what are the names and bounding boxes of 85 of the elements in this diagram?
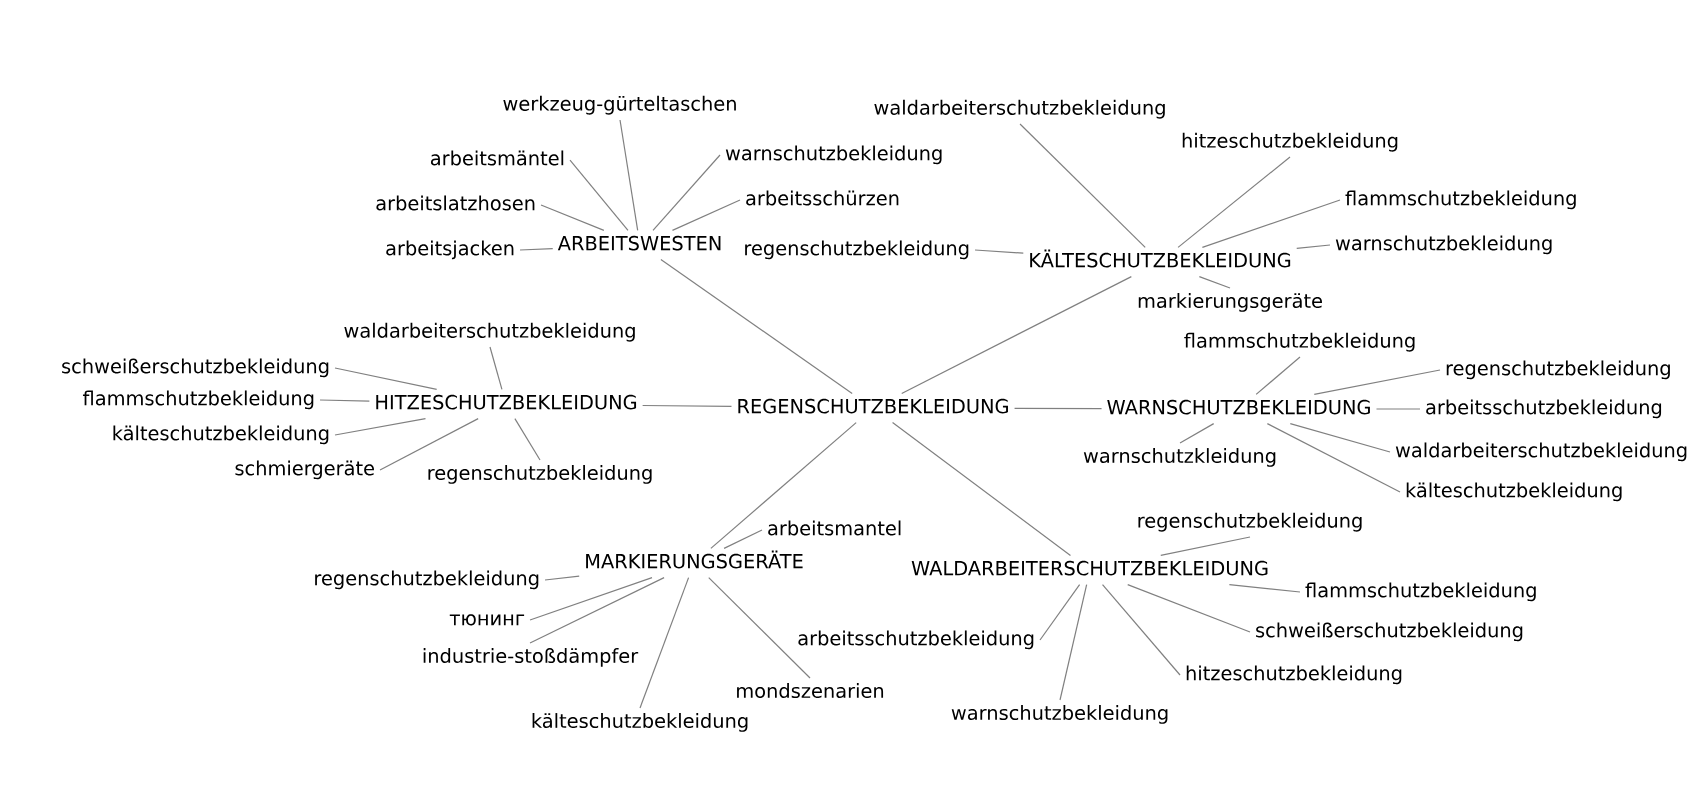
connector-line (1375, 408, 1421, 410)
term-label: arbeitsmäntel (430, 150, 564, 166)
connector-line (708, 577, 811, 679)
term-label: flammschutzbekleidung (82, 390, 314, 410)
hub-label: WALDARBEITERSCHUTZBEKLEIDUNG (911, 560, 1268, 576)
connector-line (529, 577, 653, 621)
connector-line (1289, 423, 1391, 453)
connector-line (652, 154, 721, 231)
hub-label: WARNSCHUTZBEKLEIDUNG (1107, 399, 1370, 415)
term-label: hitzeschutzbekleidung (1186, 665, 1402, 685)
connector-line (1313, 369, 1441, 395)
connector-line (334, 367, 438, 390)
connector-line (642, 404, 733, 408)
connector-line (1019, 123, 1146, 248)
term-label: hitzeschutzbekleidung (1182, 132, 1398, 152)
term-label: warnschutzbekleidung (725, 145, 942, 165)
connector-line (639, 577, 690, 709)
term-label: industrie-stoßdämpfer (423, 648, 639, 667)
term-label: arbeitslatzhosen (376, 195, 535, 211)
connector-line (1127, 584, 1251, 633)
connector-line (1039, 584, 1081, 641)
connector-line (334, 418, 427, 436)
hub-label: ARBEITSWESTEN (557, 235, 721, 251)
connector-line (1266, 423, 1401, 493)
term-label: waldarbeiterschutzbekleidung (344, 322, 635, 342)
term-label: arbeitsschutzbekleidung (1426, 399, 1662, 419)
center-label: REGENSCHUTZBEKLEIDUNG (738, 398, 1008, 414)
connector-line (660, 259, 853, 394)
term-label: schweißerschutzbekleidung (1256, 622, 1523, 642)
term-label: arbeitsmantel (768, 520, 901, 536)
hub-label: MARKIERUNGSGERÄTE (586, 550, 803, 569)
connector-line (1255, 356, 1301, 395)
term-label: flammschutzbekleidung (1305, 582, 1536, 602)
connector-line (1101, 584, 1181, 676)
hub-label: KÄLTESCHUTZBEKLEIDUNG (1030, 249, 1291, 268)
connector-line (1198, 276, 1231, 289)
term-label: kälteschutzbekleidung (1406, 482, 1622, 502)
connector-line (1179, 423, 1215, 444)
term-label: arbeitsjacken (386, 240, 514, 260)
connector-line (569, 159, 629, 231)
term-label: warnschutzkleidung (1083, 448, 1276, 467)
term-label: regenschutzbekleidung (745, 240, 969, 260)
term-label: arbeitsschürzen (746, 190, 899, 206)
connector-line (671, 199, 741, 231)
term-label: regenschutzbekleidung (315, 570, 539, 590)
term-label: warnschutzbekleidung (1335, 235, 1552, 255)
term-label: warnschutzbekleidung (951, 705, 1168, 724)
connector-line (1013, 407, 1103, 410)
connector-line (974, 249, 1024, 254)
connector-line (319, 399, 370, 402)
term-label: mondszenarien (737, 683, 884, 699)
term-label: markierungsgeräte (1138, 293, 1322, 312)
connector-line (544, 575, 580, 581)
connector-line (710, 422, 857, 549)
connector-line (514, 418, 541, 461)
connector-line (1201, 199, 1341, 248)
connector-line (1059, 584, 1088, 701)
term-label: regenschutzbekleidung (1138, 512, 1362, 532)
term-label: regenschutzbekleidung (1446, 360, 1670, 380)
connector-line (901, 276, 1132, 394)
connector-line (1160, 536, 1251, 556)
term-label: flammschutzbekleidung (1184, 332, 1415, 352)
connector-line (489, 346, 503, 390)
connector-line (1296, 244, 1331, 249)
term-label: regenschutzbekleidung (428, 465, 652, 484)
connector-line (1228, 584, 1301, 593)
connector-line (379, 418, 479, 471)
term-label: kälteschutzbekleidung (532, 713, 748, 732)
term-label: werkzeug-gürteltaschen (503, 95, 736, 115)
term-label: waldarbeiterschutzbekleidung (1395, 442, 1687, 462)
term-label: schmiergeräte (235, 460, 374, 480)
term-label: flammschutzbekleidung (1345, 190, 1576, 210)
hub-label: HITZESCHUTZBEKLEIDUNG (376, 394, 637, 410)
term-label: schweißerschutzbekleidung (62, 358, 329, 378)
term-label: waldarbeiterschutzbekleidung (874, 99, 1165, 119)
term-label: тюнинг (449, 614, 525, 626)
connector-line (529, 577, 665, 644)
term-label: kälteschutzbekleidung (113, 425, 329, 445)
connector-line (891, 422, 1072, 556)
connector-line (1177, 156, 1291, 248)
connector-line (723, 529, 763, 549)
term-label: arbeitsschutzbekleidung (798, 630, 1034, 650)
connector-line (519, 248, 554, 251)
connector-line (619, 119, 639, 231)
connector-line (540, 204, 605, 231)
